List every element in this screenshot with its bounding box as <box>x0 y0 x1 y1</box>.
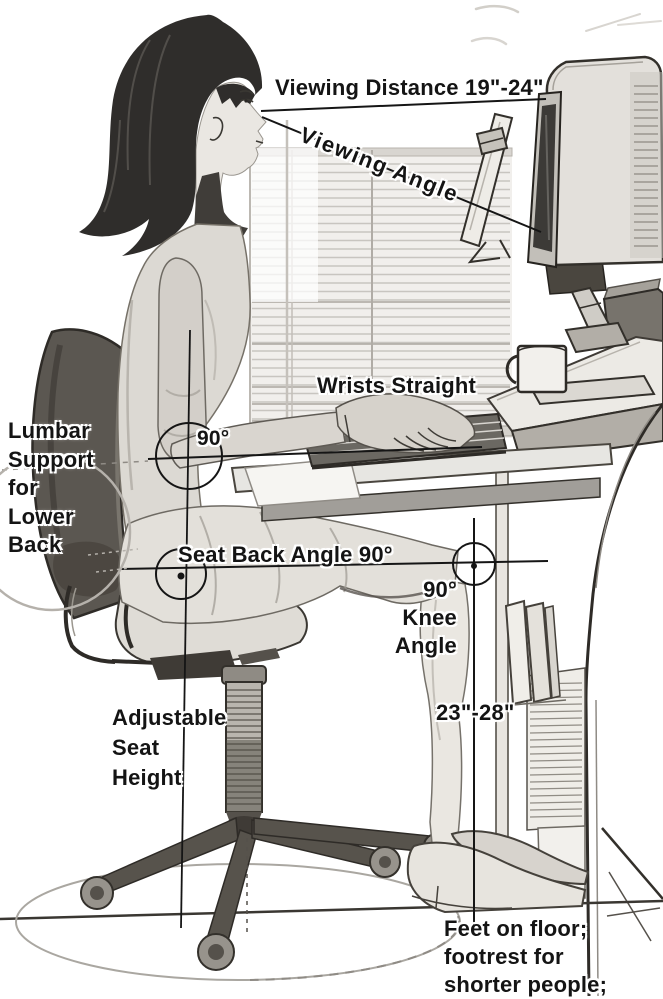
crt-monitor <box>526 55 663 269</box>
collar <box>194 172 248 240</box>
knee-angle-circle <box>452 542 496 586</box>
monitor-vents <box>634 85 658 247</box>
facial-features <box>209 90 264 144</box>
elbow-angle-circle <box>155 422 223 490</box>
viewing-angle-line <box>261 116 542 233</box>
chair-backrest <box>31 328 134 620</box>
viewing-distance-line <box>260 98 547 112</box>
torso-plumb-line <box>180 329 191 929</box>
gas-cylinder <box>225 681 263 813</box>
label-lumbar-support: Lumbar Support for Lower Back <box>8 418 94 557</box>
hair <box>79 14 263 257</box>
hip-angle-circle <box>155 548 207 600</box>
book <box>524 601 553 704</box>
casters <box>80 833 449 971</box>
seated-person <box>79 14 590 914</box>
forearm-hands <box>170 393 476 469</box>
shoe-front <box>406 841 587 914</box>
mug <box>505 344 568 394</box>
label-feet-note: Feet on floor; footrest for shorter peop… <box>444 916 608 997</box>
book <box>504 599 533 706</box>
label-knee-angle: 90° Knee Angle <box>394 577 457 658</box>
lumbar-circle <box>0 452 132 612</box>
chair-base-arms <box>92 816 431 949</box>
annotation-lines <box>0 98 549 930</box>
wall-sketch-marks <box>470 4 662 46</box>
document-holder <box>459 112 514 264</box>
label-seat-back-angle: Seat Back Angle 90° <box>178 542 393 567</box>
label-elbow-angle: 90° <box>197 427 230 450</box>
monitor-stand <box>528 259 656 406</box>
elbow-height-line <box>147 446 483 460</box>
label-wrists-straight: Wrists Straight <box>317 373 477 398</box>
seat-lever <box>238 648 280 665</box>
label-viewing-distance: Viewing Distance 19"-24" <box>275 75 544 100</box>
seat-mechanism <box>150 650 238 680</box>
book <box>544 605 561 699</box>
label-lower-leg-height: 23"-28" <box>436 700 515 725</box>
seat-height-line <box>119 560 549 570</box>
hand <box>335 393 476 454</box>
office-chair <box>31 328 449 971</box>
skirt <box>118 505 459 625</box>
label-adjustable-seat-height: Adjustable Seat Height <box>112 705 227 790</box>
monitor-screen <box>533 104 556 252</box>
